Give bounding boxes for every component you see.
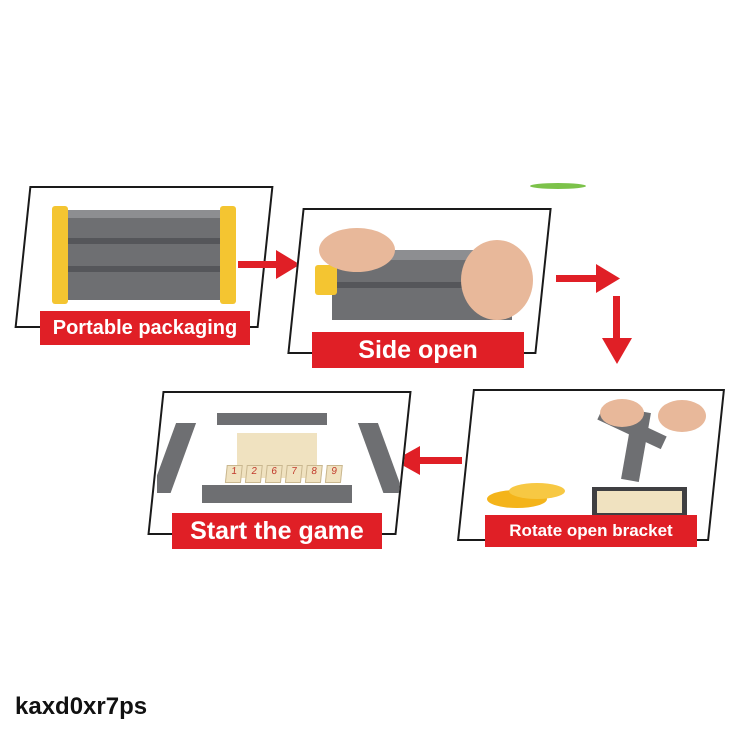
- yellow-tile-holder: [509, 483, 565, 499]
- bracket-piece: [621, 409, 651, 483]
- panel-rotate-open-bracket: [457, 389, 725, 541]
- label-start-the-game: Start the game: [172, 513, 382, 549]
- case-end-cap-right: [220, 206, 236, 304]
- number-tiles: 1 2 6 7 8 9: [224, 465, 343, 483]
- case-ridge: [64, 238, 224, 244]
- hand-left: [319, 228, 395, 272]
- label-portable-packaging: Portable packaging: [40, 311, 250, 345]
- case-ridge: [64, 210, 224, 218]
- label-rotate-open-bracket: Rotate open bracket: [485, 515, 697, 547]
- tile-rack: [202, 485, 352, 503]
- closed-case-illustration: [52, 206, 236, 304]
- hands-opening-case-illustration: [315, 228, 533, 320]
- case-ridge: [332, 282, 512, 288]
- arrow-right-icon: [238, 250, 300, 279]
- number-tile: 2: [244, 465, 263, 483]
- rotating-bracket-illustration: [487, 399, 706, 517]
- game-board-illustration: [150, 413, 404, 503]
- case-end-cap-left: [52, 206, 68, 304]
- number-tile: 1: [224, 465, 243, 483]
- panel-portable-packaging: [14, 186, 274, 328]
- case-body: [64, 210, 224, 300]
- case-end-cap: [315, 265, 337, 295]
- arrow-right-icon: [556, 264, 620, 293]
- watermark-text: kaxd0xr7ps: [15, 693, 148, 720]
- number-tile: 8: [304, 465, 323, 483]
- hand-right: [658, 400, 706, 432]
- arrow-left-icon: [394, 446, 462, 475]
- panel-side-open: [287, 208, 552, 354]
- number-tile: 6: [264, 465, 283, 483]
- label-side-open: Side open: [312, 332, 524, 368]
- hand-left: [600, 399, 644, 427]
- number-tile: 7: [284, 465, 303, 483]
- tile-rack: [217, 413, 327, 425]
- arrow-down-icon: [602, 296, 632, 364]
- tiles-in-tray: [597, 491, 682, 513]
- hand-right: [461, 240, 533, 320]
- case-ridge: [64, 266, 224, 272]
- case-ridge: [332, 250, 512, 260]
- number-tile: 9: [324, 465, 343, 483]
- tile-rack: [357, 423, 404, 493]
- tile-rack: [150, 423, 197, 493]
- panel-start-the-game: 1 2 6 7 8 9: [147, 391, 412, 535]
- green-decoration: [530, 183, 586, 189]
